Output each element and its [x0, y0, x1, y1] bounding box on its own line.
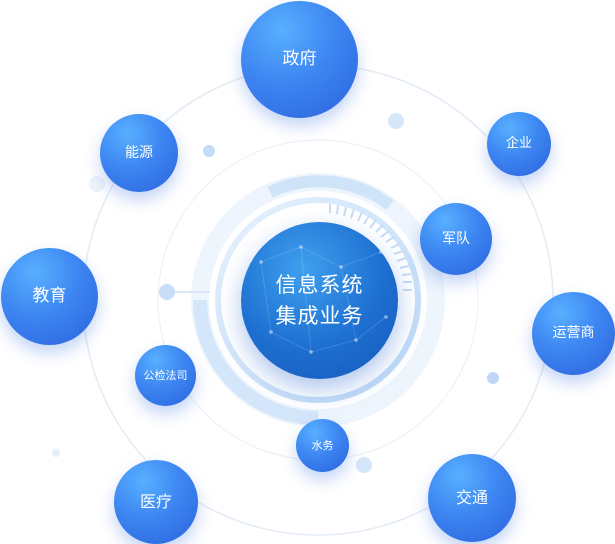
node-water[interactable]: 水务: [296, 419, 349, 472]
dot: [487, 372, 499, 384]
node-education-label: 教育: [32, 286, 67, 307]
node-enterprise[interactable]: 企业: [487, 112, 551, 176]
network-pattern: [258, 244, 388, 354]
node-water-label: 水务: [311, 438, 334, 452]
node-medical-label: 医疗: [139, 492, 172, 512]
dot: [356, 457, 372, 473]
node-enterprise-label: 企业: [505, 136, 532, 152]
dot: [159, 284, 175, 300]
center-title-line2: 集成业务: [275, 303, 364, 328]
node-law-label: 公检法司: [143, 368, 188, 382]
center-hub[interactable]: 信息系统 集成业务: [241, 222, 398, 379]
inner-thin-ring: [215, 197, 421, 403]
tick-arc: [329, 204, 412, 291]
node-operator-label: 运营商: [552, 325, 595, 342]
center-title-line1: 信息系统: [275, 273, 364, 298]
node-military-label: 军队: [442, 230, 470, 247]
node-energy-label: 能源: [125, 144, 153, 161]
node-gov-label: 政府: [282, 49, 317, 70]
node-medical[interactable]: 医疗: [114, 460, 198, 544]
dot: [89, 176, 105, 192]
inner-arc-accent: [193, 299, 319, 425]
dot: [388, 113, 404, 129]
node-transport[interactable]: 交通: [428, 454, 516, 542]
node-education[interactable]: 教育: [1, 248, 98, 345]
node-military[interactable]: 军队: [420, 203, 492, 275]
node-energy[interactable]: 能源: [100, 114, 178, 192]
node-gov[interactable]: 政府: [241, 1, 358, 118]
dot: [203, 145, 215, 157]
dot: [52, 449, 60, 457]
node-law[interactable]: 公检法司: [135, 345, 196, 406]
node-transport-label: 交通: [455, 488, 488, 508]
top-arc-accent: [267, 175, 394, 210]
node-operator[interactable]: 运营商: [532, 292, 615, 375]
